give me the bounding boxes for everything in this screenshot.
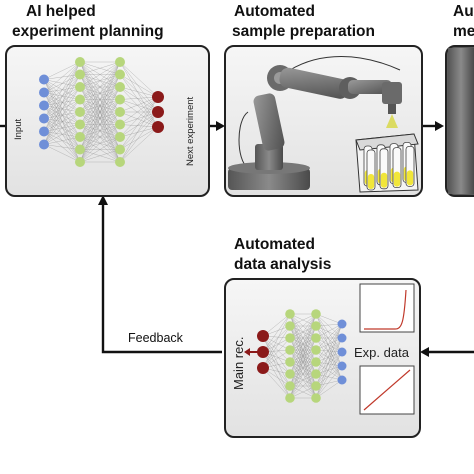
- planning-input-label: Input: [13, 119, 24, 140]
- planning-net-node: [115, 57, 125, 67]
- preparation-title-line1: Automated: [234, 3, 315, 20]
- planning-net-node: [39, 126, 49, 137]
- planning-net-node: [39, 113, 49, 124]
- sample-vial-rack: [355, 133, 419, 193]
- analysis-output-label: Main rec.: [231, 337, 246, 390]
- measurement-device: [448, 48, 474, 194]
- measurement-title-line1: Au: [453, 3, 474, 20]
- analysis-net-node: [285, 345, 295, 355]
- planning-title-line1: AI helped: [26, 3, 96, 20]
- arrowheads: [98, 121, 444, 357]
- planning-net-node: [115, 132, 125, 142]
- planning-net-node: [75, 119, 85, 130]
- analysis-net-node: [311, 381, 321, 391]
- analysis-net-node: [337, 333, 347, 343]
- planning-net-node: [75, 144, 85, 155]
- planning-net-node: [152, 91, 164, 103]
- planning-net-node: [39, 74, 49, 85]
- planning-net-node: [115, 119, 125, 130]
- vial-liquid: [367, 174, 375, 189]
- analysis-title-line1: Automated: [234, 236, 315, 253]
- analysis-net-node: [311, 393, 321, 403]
- preparation-title-line2: sample preparation: [232, 23, 375, 40]
- vial-liquid: [380, 172, 388, 188]
- planning-net-node: [75, 57, 85, 67]
- planning-net-node: [115, 144, 125, 155]
- analysis-net-node: [285, 321, 295, 331]
- planning-net-node: [115, 107, 125, 117]
- vial-liquid: [393, 171, 401, 187]
- analysis-net-node: [285, 333, 295, 343]
- measurement-title-line2: me: [453, 23, 474, 40]
- analysis-net-node: [257, 330, 269, 342]
- planning-title-line2: experiment planning: [12, 23, 164, 40]
- analysis-net-node: [311, 309, 321, 319]
- analysis-net-node: [337, 347, 347, 357]
- planning-net-node: [75, 69, 85, 80]
- planning-net-node: [39, 100, 49, 111]
- planning-net-node: [152, 106, 164, 118]
- analysis-net-node: [337, 319, 347, 329]
- planning-net-node: [152, 121, 164, 133]
- planning-panel: [5, 45, 210, 197]
- analysis-net-node: [337, 375, 347, 385]
- vial-liquid: [406, 170, 414, 186]
- analysis-net-node: [311, 321, 321, 331]
- analysis-net-node: [257, 362, 269, 374]
- planning-net-node: [75, 132, 85, 142]
- analysis-title-line2: data analysis: [234, 256, 332, 273]
- analysis-net-node: [285, 393, 295, 403]
- analysis-net-node: [285, 381, 295, 391]
- planning-net-connections: [43, 61, 159, 163]
- analysis-net-node: [337, 361, 347, 371]
- analysis-net-node: [285, 369, 295, 379]
- planning-neural-network: [39, 57, 164, 167]
- analysis-input-label: Exp. data: [354, 345, 410, 360]
- analysis-neural-network: [257, 309, 347, 403]
- planning-output-label: Next experiment: [185, 96, 196, 166]
- planning-net-node: [75, 107, 85, 117]
- planning-net-node: [115, 157, 125, 167]
- planning-net-node: [39, 139, 49, 150]
- planning-net-node: [75, 94, 85, 105]
- analysis-net-node: [311, 369, 321, 379]
- analysis-net-node: [311, 333, 321, 343]
- planning-net-node: [115, 82, 125, 92]
- analysis-net-node: [311, 357, 321, 367]
- output-arrow-icon: [244, 348, 258, 356]
- planning-net-node: [115, 94, 125, 105]
- planning-net-node: [75, 157, 85, 167]
- analysis-net-connections: [262, 313, 343, 399]
- analysis-plots: [359, 283, 415, 415]
- analysis-net-node: [285, 309, 295, 319]
- analysis-net-node: [257, 346, 269, 358]
- planning-net-node: [115, 69, 125, 80]
- robot-arm-illustration: [228, 56, 402, 190]
- analysis-net-node: [285, 357, 295, 367]
- feedback-label: Feedback: [128, 331, 183, 345]
- analysis-net-node: [311, 345, 321, 355]
- planning-net-node: [75, 82, 85, 92]
- planning-net-node: [39, 87, 49, 98]
